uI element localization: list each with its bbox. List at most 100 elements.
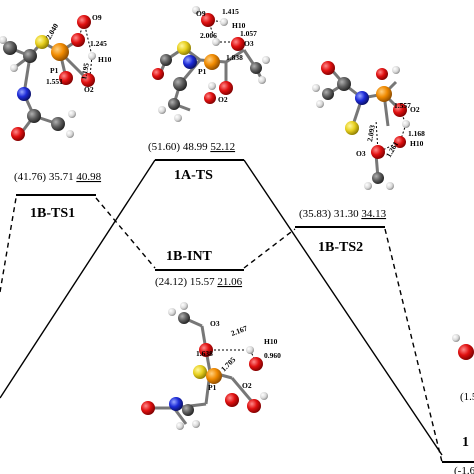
oxygen-atom bbox=[393, 103, 407, 117]
carbon-atom bbox=[51, 117, 65, 131]
hydrogen-atom bbox=[88, 52, 96, 60]
label-1a-ts: 1A-TS bbox=[174, 168, 213, 183]
carbon-atom bbox=[3, 41, 17, 55]
sulfur-atom bbox=[35, 35, 49, 49]
carbon-atom bbox=[182, 404, 194, 416]
hydrogen-atom bbox=[364, 182, 372, 190]
energy-1b-ts1: (41.76) 35.71 40.98 bbox=[14, 171, 102, 183]
energy-1b-int: (24.12) 15.57 21.06 bbox=[155, 276, 243, 288]
energy-1b-ts2: (35.83) 31.30 34.13 bbox=[299, 208, 387, 220]
atom-label-h10: H10 bbox=[98, 55, 112, 64]
oxygen-atom bbox=[321, 61, 335, 75]
nitrogen-atom bbox=[169, 397, 183, 411]
bond-length: 1.705 bbox=[219, 355, 237, 373]
atom-label-p1: P1 bbox=[50, 66, 59, 75]
carbon-atom bbox=[250, 62, 262, 74]
oxygen-atom bbox=[141, 401, 155, 415]
solid-1a-ts-to-right bbox=[243, 159, 443, 456]
hydrogen-atom bbox=[260, 392, 268, 400]
hydrogen-atom bbox=[10, 64, 18, 72]
energy-levels bbox=[16, 159, 474, 463]
energy-right-bottom: (-1.6 bbox=[454, 465, 474, 474]
atom-label-o9: O9 bbox=[92, 13, 102, 22]
bond-length: 1.557 bbox=[394, 101, 411, 110]
oxygen-atom bbox=[59, 71, 73, 85]
atom-label-p1: P1 bbox=[198, 67, 207, 76]
nitrogen-atom bbox=[183, 55, 197, 69]
carbon-atom bbox=[372, 172, 384, 184]
carbon-atom bbox=[160, 54, 172, 66]
atom-label-p1: P1 bbox=[208, 383, 217, 392]
hydrogen-atom bbox=[68, 110, 76, 118]
carbon-atom bbox=[322, 88, 334, 100]
oxygen-atom bbox=[219, 81, 233, 95]
bond-length: 1.057 bbox=[240, 29, 257, 38]
sulfur-atom bbox=[177, 41, 191, 55]
label-1b-ts2: 1B-TS2 bbox=[318, 240, 363, 255]
nitrogen-atom bbox=[355, 91, 369, 105]
carbon-atom bbox=[337, 77, 351, 91]
carbon-atom bbox=[173, 77, 187, 91]
hydrogen-atom bbox=[386, 182, 394, 190]
hydrogen-atom bbox=[316, 100, 324, 108]
hydrogen-atom bbox=[180, 302, 188, 310]
oxygen-atom bbox=[231, 37, 245, 51]
hydrogen-atom bbox=[192, 420, 200, 428]
hydrogen-atom bbox=[168, 308, 176, 316]
oxygen-atom bbox=[81, 73, 95, 87]
oxygen-atom bbox=[249, 357, 263, 371]
bond-length: 0.960 bbox=[264, 351, 281, 360]
hydrogen-atom bbox=[246, 346, 254, 354]
bond-length: 2.093 bbox=[365, 124, 377, 142]
bond-length: 1.551 bbox=[46, 77, 63, 86]
atom-label-o2: O2 bbox=[218, 95, 228, 104]
bond-length: 1.415 bbox=[222, 7, 239, 16]
oxygen-atom bbox=[247, 399, 261, 413]
hydrogen-atom bbox=[452, 334, 460, 342]
energy-right-top: (1.5 bbox=[460, 391, 474, 403]
atom-label-o3: O3 bbox=[356, 149, 366, 158]
atom-label-o2: O2 bbox=[84, 85, 94, 94]
atom-label-o9: O9 bbox=[196, 9, 206, 18]
structure-1b-ts2: O2 H10 O3 1.557 2.093 1.168 1.261 bbox=[312, 61, 425, 190]
hydrogen-atom bbox=[0, 36, 7, 44]
carbon-atom bbox=[23, 49, 37, 63]
energy-1a-ts: (51.60) 48.99 52.12 bbox=[148, 141, 235, 153]
hydrogen-atom bbox=[174, 114, 182, 122]
oxygen-atom bbox=[71, 33, 85, 47]
bond-length: 1.638 bbox=[196, 349, 213, 358]
bond-length: 2.040 bbox=[44, 22, 60, 41]
oxygen-atom bbox=[376, 68, 388, 80]
structure-1a-ts: O9 H10 O3 P1 O2 1.415 2.006 1.057 1.838 bbox=[152, 6, 270, 122]
bond-length: 1.168 bbox=[408, 129, 425, 138]
structure-right-partial bbox=[452, 334, 474, 360]
oxygen-atom bbox=[394, 136, 406, 148]
phosphorus-atom bbox=[376, 86, 392, 102]
label-1b-int: 1B-INT bbox=[166, 249, 213, 264]
hydrogen-atom bbox=[220, 18, 228, 26]
bond-length: 2.167 bbox=[230, 324, 249, 338]
carbon-atom bbox=[27, 109, 41, 123]
bond-length: 1.245 bbox=[90, 39, 107, 48]
structure-1b-int: O3 H10 P1 O2 2.167 0.960 1.638 1.705 bbox=[141, 302, 281, 430]
oxygen-atom bbox=[152, 68, 164, 80]
bond-length: 1.195 bbox=[79, 62, 91, 80]
oxygen-atom bbox=[225, 393, 239, 407]
hydrogen-atom bbox=[262, 56, 270, 64]
phosphorus-atom bbox=[51, 43, 69, 61]
hydrogen-atom bbox=[158, 106, 166, 114]
label-1b-ts1: 1B-TS1 bbox=[30, 206, 75, 221]
oxygen-atom bbox=[77, 15, 91, 29]
oxygen-atom bbox=[371, 145, 385, 159]
sulfur-atom bbox=[193, 365, 207, 379]
atom-label-o3: O3 bbox=[210, 319, 220, 328]
phosphorus-atom bbox=[206, 368, 222, 384]
dashed-left-to-1b-ts1 bbox=[0, 197, 17, 293]
oxygen-atom bbox=[201, 13, 215, 27]
carbon-atom bbox=[178, 312, 190, 324]
solid-left-to-1a-ts bbox=[0, 159, 156, 399]
oxygen-atom bbox=[11, 127, 25, 141]
oxygen-atom bbox=[458, 344, 474, 360]
atom-label-h10: H10 bbox=[410, 139, 424, 148]
